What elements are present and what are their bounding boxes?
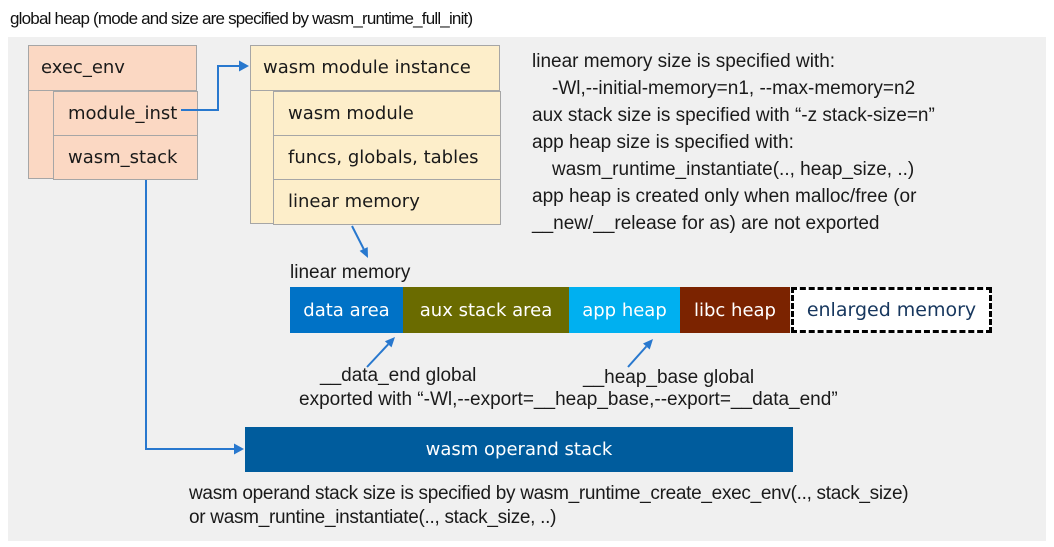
segment-aux-stack-area: aux stack area	[403, 287, 569, 333]
operand-stack-notes: wasm operand stack size is specified by …	[189, 482, 909, 530]
note-line: aux stack size is specified with “-z sta…	[532, 105, 935, 126]
footer-line: wasm operand stack size is specified by …	[189, 483, 909, 504]
note-line: __new/__release for as) are not exported	[532, 213, 880, 234]
size-notes: linear memory size is specified with: -W…	[532, 48, 1047, 237]
segment-data-area: data area	[290, 287, 403, 333]
note-line: -Wl,--initial-memory=n1, --max-memory=n2	[552, 78, 916, 99]
exec-env-box: exec_env module_inst wasm_stack	[28, 45, 198, 180]
exec-env-field-module-inst: module_inst	[53, 91, 198, 136]
note-line: app heap size is specified with:	[532, 132, 794, 153]
note-line: app heap is created only when malloc/fre…	[532, 186, 917, 207]
heap-base-global-label: __heap_base global	[583, 367, 755, 388]
note-line: wasm_runtime_instantiate(.., heap_size, …	[552, 159, 915, 180]
module-instance-box: wasm module instance wasm module funcs, …	[250, 45, 501, 225]
exec-env-title: exec_env	[29, 46, 196, 91]
segment-app-heap: app heap	[569, 287, 680, 333]
data-end-global-label: __data_end global	[320, 365, 477, 386]
segment-enlarged-memory: enlarged memory	[791, 287, 992, 333]
wasm-operand-stack-bar: wasm operand stack	[245, 427, 793, 472]
module-instance-field-wasm-module: wasm module	[273, 91, 501, 136]
module-instance-field-funcs-globals-tables: funcs, globals, tables	[273, 135, 501, 180]
exec-env-field-wasm-stack: wasm_stack	[53, 135, 198, 180]
note-line: linear memory size is specified with:	[532, 51, 836, 72]
module-instance-field-linear-memory: linear memory	[273, 179, 501, 225]
exported-with-label: exported with “-Wl,--export=__heap_base,…	[299, 389, 838, 410]
segment-libc-heap: libc heap	[680, 287, 790, 333]
footer-line: or wasm_runtine_instantiate(.., stack_si…	[189, 507, 557, 528]
linear-memory-label: linear memory	[290, 262, 411, 283]
linear-memory-bar: data area aux stack area app heap libc h…	[290, 287, 790, 333]
module-instance-title: wasm module instance	[251, 46, 499, 91]
diagram-title: global heap (mode and size are specified…	[10, 9, 473, 28]
